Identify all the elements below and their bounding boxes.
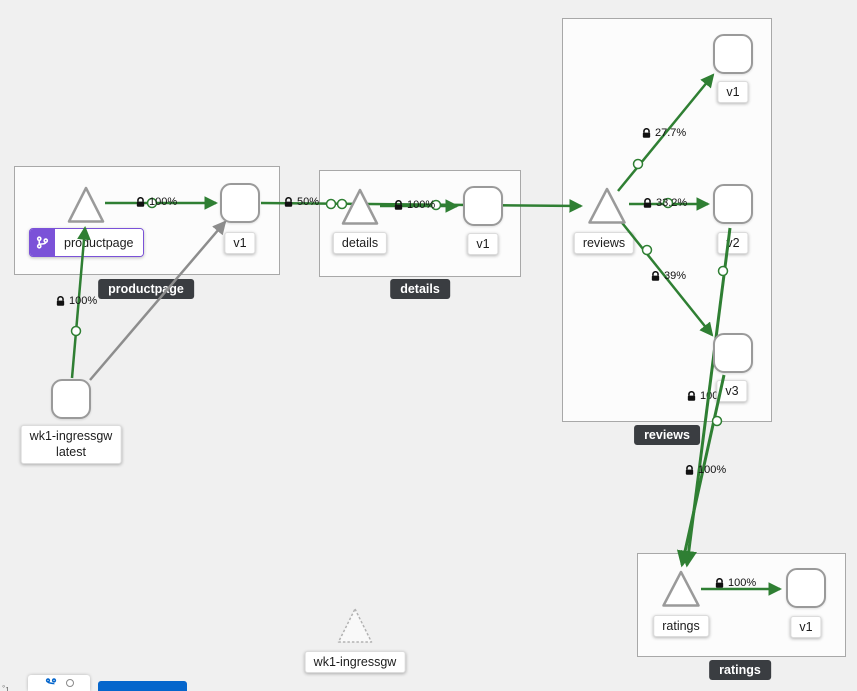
- edge-label-productpage-to-v1: 100%: [135, 196, 177, 208]
- productpage-service-label-text: productpage: [55, 229, 143, 256]
- edge-label-ingress-to-productpage: 100%: [55, 295, 97, 307]
- edge-reviews-to-v3[interactable]: [618, 218, 714, 337]
- ratings-v1-label: v1: [790, 616, 822, 639]
- mtls-lock-icon: [651, 270, 660, 281]
- node-reviews-service[interactable]: [588, 187, 626, 224]
- edge-ingress-to-productpage-v1[interactable]: [89, 220, 227, 381]
- node-details-v1[interactable]: [463, 186, 503, 226]
- ingress-workload-version: latest: [56, 445, 86, 460]
- edge-label-v1-to-details: 50%: [283, 196, 319, 208]
- edge-traffic-dots: [70, 158, 729, 427]
- edge-productpage-v1-to-reviews[interactable]: [260, 199, 584, 213]
- toolbar-cutoff-icon[interactable]: ◦1: [2, 681, 10, 691]
- node-productpage-service[interactable]: [67, 186, 105, 223]
- node-ingress-workload[interactable]: [51, 379, 91, 419]
- node-idle-service[interactable]: [337, 608, 373, 643]
- node-productpage-v1[interactable]: [220, 183, 260, 223]
- edge-reviews-v3-to-ratings[interactable]: [676, 374, 726, 568]
- branch-icon: [45, 678, 56, 685]
- virtual-service-branch-icon: [30, 229, 55, 256]
- reviews-v1-label: v1: [717, 81, 749, 104]
- reviews-v2-label: v2: [717, 232, 749, 255]
- node-ratings-v1[interactable]: [786, 568, 826, 608]
- ingress-workload-label: wk1-ingressgw latest: [20, 425, 122, 464]
- tooltip-ratings: ratings: [709, 660, 771, 680]
- edge-ingress-to-productpage[interactable]: [70, 225, 91, 379]
- node-reviews-v3[interactable]: [713, 333, 753, 373]
- node-details-service[interactable]: [341, 188, 379, 225]
- node-reviews-v1[interactable]: [713, 34, 753, 74]
- mtls-lock-icon: [394, 199, 403, 210]
- status-circle-icon: [65, 679, 74, 687]
- edge-label-v3-to-ratings: 100%: [684, 464, 726, 476]
- node-ratings-service[interactable]: [662, 570, 700, 607]
- productpage-v1-label: v1: [224, 232, 256, 255]
- mtls-lock-icon: [685, 464, 694, 475]
- idle-service-label: wk1-ingressgw: [304, 651, 406, 674]
- mtls-lock-icon: [284, 196, 293, 207]
- node-reviews-v2[interactable]: [713, 184, 753, 224]
- mtls-lock-icon: [642, 127, 651, 138]
- mtls-lock-icon: [715, 577, 724, 588]
- edge-label-reviews-to-v3: 39%: [650, 270, 686, 282]
- ratings-service-label: ratings: [653, 615, 709, 638]
- ingress-workload-name: wk1-ingressgw: [29, 429, 113, 443]
- tooltip-reviews: reviews: [634, 425, 700, 445]
- edge-label-reviews-to-v2: 33.2%: [642, 197, 687, 209]
- toolbar-badge-chip[interactable]: [28, 675, 90, 691]
- edge-label-details-to-v1: 100%: [393, 199, 435, 211]
- mtls-lock-icon: [136, 196, 145, 207]
- edge-label-reviews-to-v1: 27.7%: [641, 127, 686, 139]
- tooltip-details: details: [390, 279, 450, 299]
- productpage-service-label: productpage: [29, 228, 144, 257]
- legend-button[interactable]: [98, 681, 187, 691]
- mtls-lock-icon: [643, 197, 652, 208]
- reviews-service-label: reviews: [573, 232, 635, 255]
- edge-reviews-to-v1[interactable]: [617, 73, 715, 192]
- details-v1-label: v1: [467, 233, 499, 256]
- mtls-lock-icon: [687, 390, 696, 401]
- edge-label-ratings-to-v1: 100%: [714, 577, 756, 589]
- reviews-v3-label: v3: [716, 380, 748, 403]
- mtls-lock-icon: [56, 295, 65, 306]
- details-service-label: details: [332, 232, 388, 255]
